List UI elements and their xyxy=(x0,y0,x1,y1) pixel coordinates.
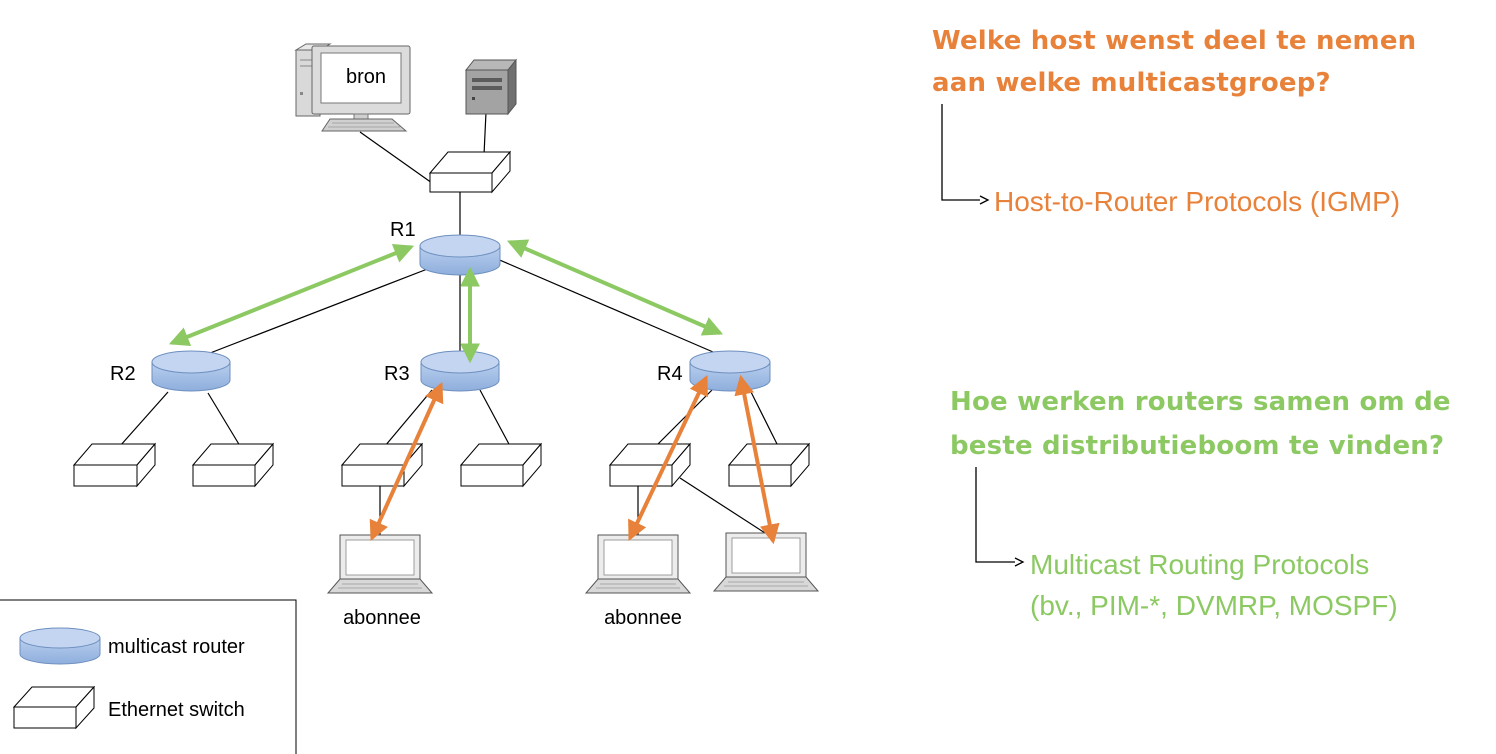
router-r2 xyxy=(151,350,231,392)
source-computer: bron xyxy=(294,43,411,132)
laptop-icon xyxy=(326,534,434,594)
server-icon xyxy=(464,58,518,116)
connector-host-question xyxy=(941,104,980,201)
router-label-r1: R1 xyxy=(390,219,416,241)
link-pc-switch xyxy=(359,131,433,184)
legend: multicast router Ethernet switch xyxy=(0,599,297,754)
green-arrow-r1-r4 xyxy=(506,239,724,336)
laptop-icon xyxy=(712,532,820,592)
link-r2-sw2 xyxy=(207,392,241,447)
ethernet-switch xyxy=(459,442,543,488)
legend-router-label: multicast router xyxy=(108,636,245,658)
source-label: bron xyxy=(346,66,386,88)
link-r3-sw4 xyxy=(479,389,511,447)
legend-border xyxy=(0,599,297,754)
pc-keyboard xyxy=(321,118,408,132)
connector-router-question xyxy=(975,467,1015,563)
laptops xyxy=(326,532,820,594)
ethernet-switch-top xyxy=(428,150,512,194)
router-r1 xyxy=(419,234,501,276)
orange-arrow-r4-laptop-left xyxy=(628,374,708,542)
host-question-line1: Welke host wenst deel te nemen xyxy=(932,26,1417,56)
router-label-r4: R4 xyxy=(657,363,683,385)
router-label-r2: R2 xyxy=(110,363,136,385)
text-connectors xyxy=(941,104,1025,567)
routing-arrows xyxy=(168,239,724,364)
host-question-line2: aan welke multicastgroep? xyxy=(932,68,1331,98)
host-protocol-answer: Host-to-Router Protocols (IGMP) xyxy=(994,186,1401,217)
subscriber-label: abonnee xyxy=(604,607,682,629)
ethernet-switch xyxy=(608,442,692,488)
subscriber-label: abonnee xyxy=(343,607,421,629)
router-labels: R1 R2 R3 R4 xyxy=(110,219,683,385)
link-server-switch xyxy=(483,111,487,156)
link-r1-r2 xyxy=(204,267,431,356)
routing-protocol-answer-line2: (bv., PIM-*, DVMRP, MOSPF) xyxy=(1030,590,1398,621)
legend-switch-icon xyxy=(12,685,96,730)
host-router-arrows xyxy=(369,374,780,545)
legend-router-icon xyxy=(19,627,101,665)
router-label-r3: R3 xyxy=(384,363,410,385)
ethernet-switch xyxy=(72,442,157,488)
multicast-routers xyxy=(151,234,771,392)
laptop-icon xyxy=(584,534,692,594)
router-question-line1: Hoe werken routers samen om de xyxy=(950,387,1451,417)
orange-arrow-r4-laptop-right xyxy=(734,374,780,545)
legend-switch-label: Ethernet switch xyxy=(108,699,245,721)
link-r4-sw5 xyxy=(655,389,713,447)
green-arrow-r1-r2 xyxy=(168,243,415,347)
link-r1-r4 xyxy=(494,257,721,356)
ethernet-switches xyxy=(72,150,811,488)
router-question-line2: beste distributieboom te vinden? xyxy=(950,431,1445,461)
orange-arrow-r3-laptop xyxy=(369,381,444,542)
link-r2-sw1 xyxy=(119,391,169,447)
ethernet-switch xyxy=(191,442,275,488)
ethernet-switch xyxy=(727,442,811,488)
routing-protocol-answer-line1: Multicast Routing Protocols xyxy=(1030,549,1370,580)
router-r3 xyxy=(420,350,500,392)
pc-screen xyxy=(320,52,402,104)
